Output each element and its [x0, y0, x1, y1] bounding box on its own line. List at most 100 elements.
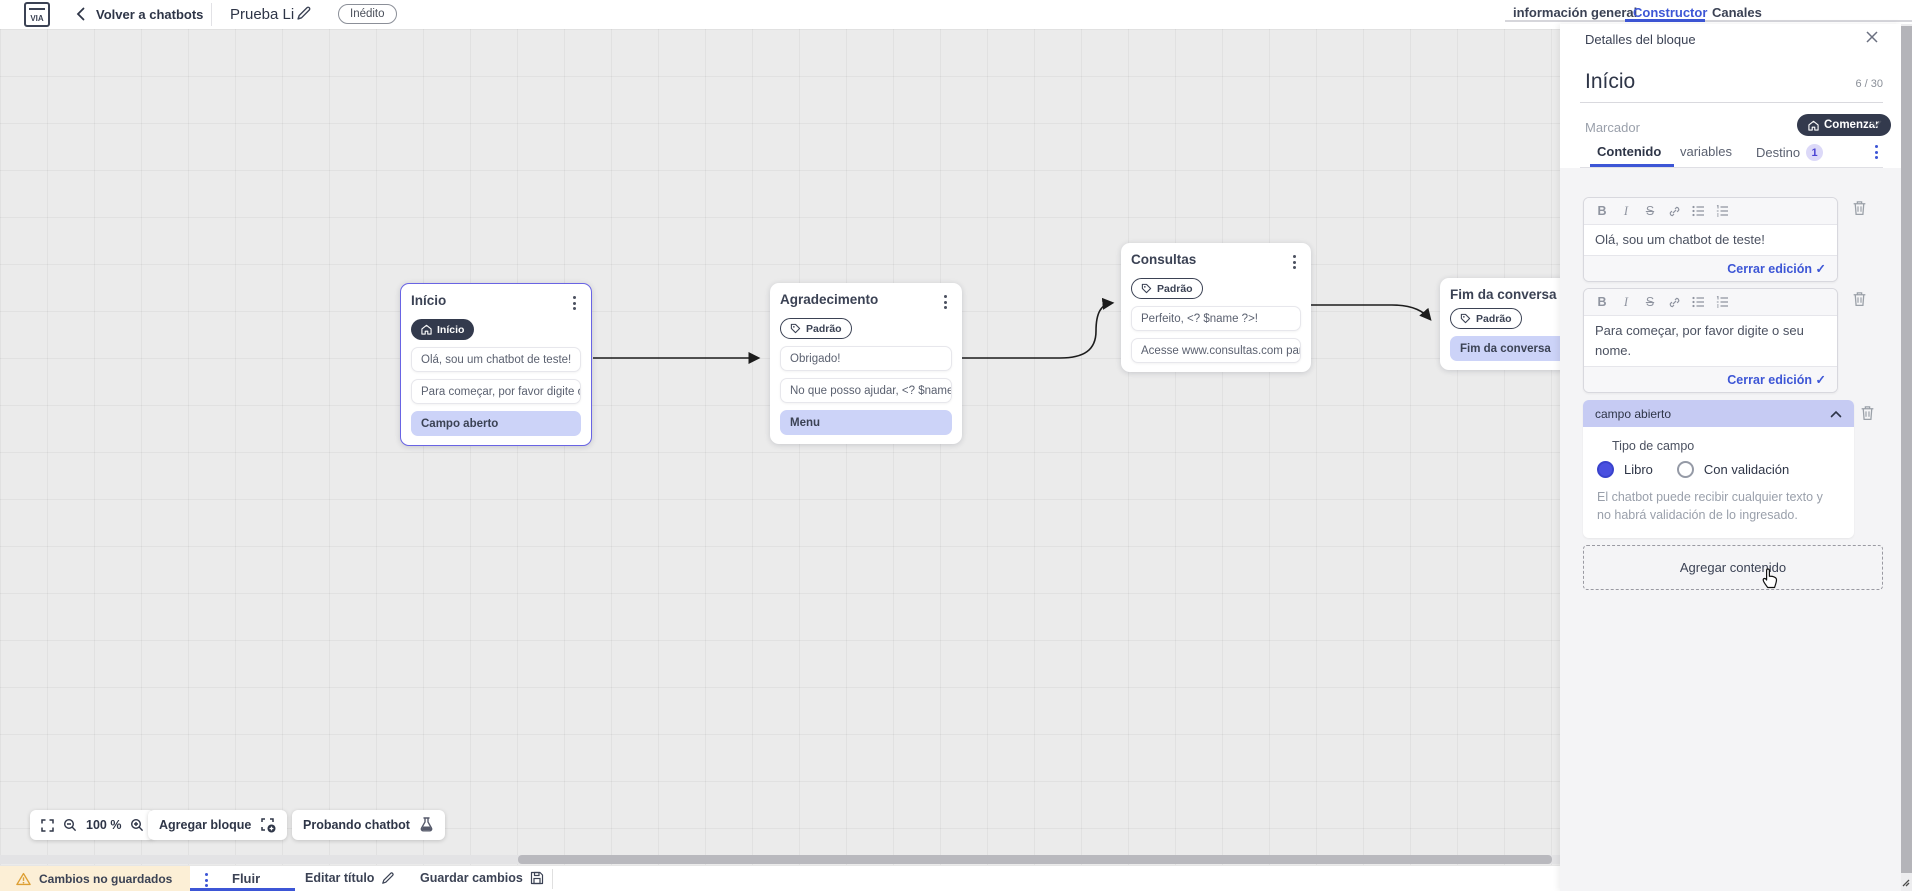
numbered-list-icon[interactable] [1710, 198, 1734, 225]
numbered-list-icon[interactable] [1710, 289, 1734, 316]
open-field-body: Tipo de campo Libro Con validación El ch… [1583, 427, 1854, 538]
panel-vertical-scrollbar[interactable] [1901, 24, 1912, 891]
block-details-panel: Detalles del bloque Início 6 / 30 Marcad… [1560, 24, 1901, 891]
node-message-row[interactable]: Perfeito, <? $name ?>! [1131, 306, 1301, 331]
node-message-row[interactable]: Acesse www.consultas.com par... [1131, 338, 1301, 363]
pencil-icon [382, 872, 395, 884]
bullet-list-icon[interactable] [1686, 289, 1710, 316]
chevron-down-icon[interactable] [1870, 120, 1882, 128]
node-message-row[interactable]: Para começar, por favor digite o ... [411, 379, 581, 404]
node-open-field-row[interactable]: Campo aberto [411, 411, 581, 436]
active-tab-underline [190, 888, 295, 891]
marker-value-pill[interactable]: Comenzar [1797, 114, 1891, 136]
editor-footer: Cerrar edición ✓ [1584, 366, 1837, 392]
italic-icon[interactable]: I [1623, 203, 1629, 218]
node-message-row[interactable]: No que posso ajudar, <? $name ... [780, 378, 952, 403]
connection-agradecimento-consultas [962, 297, 1115, 359]
tab-destino[interactable]: Destino 1 [1756, 144, 1824, 161]
tab-canales[interactable]: Canales [1712, 5, 1762, 20]
start-badge: Início [411, 319, 475, 340]
bold-icon[interactable]: B [1597, 204, 1607, 218]
edit-chatbot-title-icon[interactable] [296, 5, 312, 21]
home-icon [421, 324, 432, 335]
node-menu-icon[interactable] [939, 292, 952, 312]
test-chatbot-label: Probando chatbot [303, 818, 410, 832]
statusbar-divider [552, 869, 553, 889]
add-block-icon [260, 817, 276, 833]
bold-icon[interactable]: B [1597, 295, 1607, 309]
flow-node-agradecimento[interactable]: Agradecimento Padrão Obrigado! No que po… [770, 283, 962, 444]
scroll-corner-grip [1900, 877, 1910, 887]
fullscreen-icon[interactable] [41, 818, 54, 832]
save-changes-button[interactable]: Guardar cambios [420, 871, 544, 885]
node-menu-icon[interactable] [1288, 252, 1301, 272]
close-edit-button[interactable]: Cerrar edición ✓ [1727, 262, 1826, 276]
edit-title-button[interactable]: Editar título [305, 871, 395, 885]
block-name-field[interactable]: Início [1585, 70, 1636, 93]
zoom-out-icon[interactable] [63, 818, 77, 832]
canvas-horizontal-scrollbar[interactable] [0, 855, 1560, 864]
topbar-divider [211, 3, 212, 26]
node-menu-row[interactable]: Menu [780, 410, 952, 435]
close-icon[interactable] [1865, 30, 1879, 44]
italic-icon[interactable]: I [1623, 294, 1629, 309]
flow-menu-icon[interactable] [200, 870, 213, 890]
node-menu-icon[interactable] [568, 293, 581, 313]
tab-variables[interactable]: variables [1680, 144, 1733, 159]
add-content-button[interactable]: Agregar contenido [1583, 545, 1883, 590]
back-chevron-icon[interactable] [70, 4, 90, 24]
tab-informacion-general[interactable]: información general [1513, 5, 1638, 20]
message-text-input[interactable]: Para começar, por favor digite o seu nom… [1584, 316, 1837, 366]
strikethrough-icon[interactable]: S [1645, 295, 1655, 309]
home-icon [1808, 120, 1819, 131]
bullet-list-icon[interactable] [1686, 198, 1710, 225]
radio-libro[interactable] [1597, 461, 1614, 478]
app-logo: VIA [24, 2, 50, 27]
message-text-input[interactable]: Olá, sou um chatbot de teste! [1584, 225, 1837, 255]
vertical-scroll-thumb[interactable] [1901, 26, 1912, 873]
link-icon[interactable] [1662, 289, 1686, 316]
tabbar-border [1505, 20, 1912, 22]
default-badge: Padrão [780, 318, 852, 339]
tab-fluir[interactable]: Fluir [232, 871, 261, 886]
link-icon[interactable] [1662, 198, 1686, 225]
name-field-underline [1580, 102, 1883, 103]
radio-con-validacion[interactable] [1676, 461, 1694, 478]
radio-libro-label: Libro [1624, 462, 1653, 477]
delete-content-icon[interactable] [1860, 405, 1875, 421]
name-char-counter: 6 / 30 [1855, 78, 1883, 90]
back-to-chatbots-link[interactable]: Volver a chatbots [96, 7, 204, 22]
flow-canvas[interactable] [0, 29, 1560, 865]
field-type-label: Tipo de campo [1612, 439, 1695, 453]
tag-icon [790, 323, 801, 334]
delete-content-icon[interactable] [1852, 200, 1867, 216]
open-field-header[interactable]: campo abierto [1583, 400, 1854, 427]
tab-contenido[interactable]: Contenido [1597, 144, 1662, 159]
delete-content-icon[interactable] [1852, 291, 1867, 307]
add-block-label: Agregar bloque [159, 818, 252, 832]
flow-connections [593, 297, 1432, 364]
node-message-row[interactable]: Obrigado! [780, 346, 952, 371]
flow-node-inicio[interactable]: Início Início Olá, sou um chatbot de tes… [400, 283, 592, 446]
tag-icon [1460, 313, 1471, 324]
block-options-menu-icon[interactable] [1870, 142, 1883, 162]
node-title: Consultas [1131, 252, 1197, 267]
message-editor-card: B I S Para começar, por favor digite o s… [1583, 288, 1838, 393]
tab-constructor[interactable]: Constructor [1633, 5, 1708, 20]
zoom-in-icon[interactable] [130, 818, 144, 832]
flow-node-consultas[interactable]: Consultas Padrão Perfeito, <? $name ?>! … [1121, 243, 1311, 372]
canvas-zoom-toolbar: 100 % [30, 810, 156, 840]
horizontal-scroll-thumb[interactable] [518, 855, 1552, 864]
unsaved-changes-status: Cambios no guardados [0, 866, 190, 891]
test-chatbot-button[interactable]: Probando chatbot [292, 810, 445, 840]
constructor-tab-underline [1625, 19, 1705, 22]
save-icon [530, 871, 543, 885]
connection-consultas-fim [1311, 304, 1432, 321]
node-message-row[interactable]: Olá, sou um chatbot de teste! [411, 347, 581, 372]
close-edit-button[interactable]: Cerrar edición ✓ [1727, 373, 1826, 387]
node-title: Agradecimento [780, 292, 879, 307]
status-badge: Inédito [338, 4, 397, 24]
strikethrough-icon[interactable]: S [1645, 204, 1655, 218]
add-block-button[interactable]: Agregar bloque [148, 810, 288, 840]
zoom-level: 100 % [86, 818, 122, 832]
